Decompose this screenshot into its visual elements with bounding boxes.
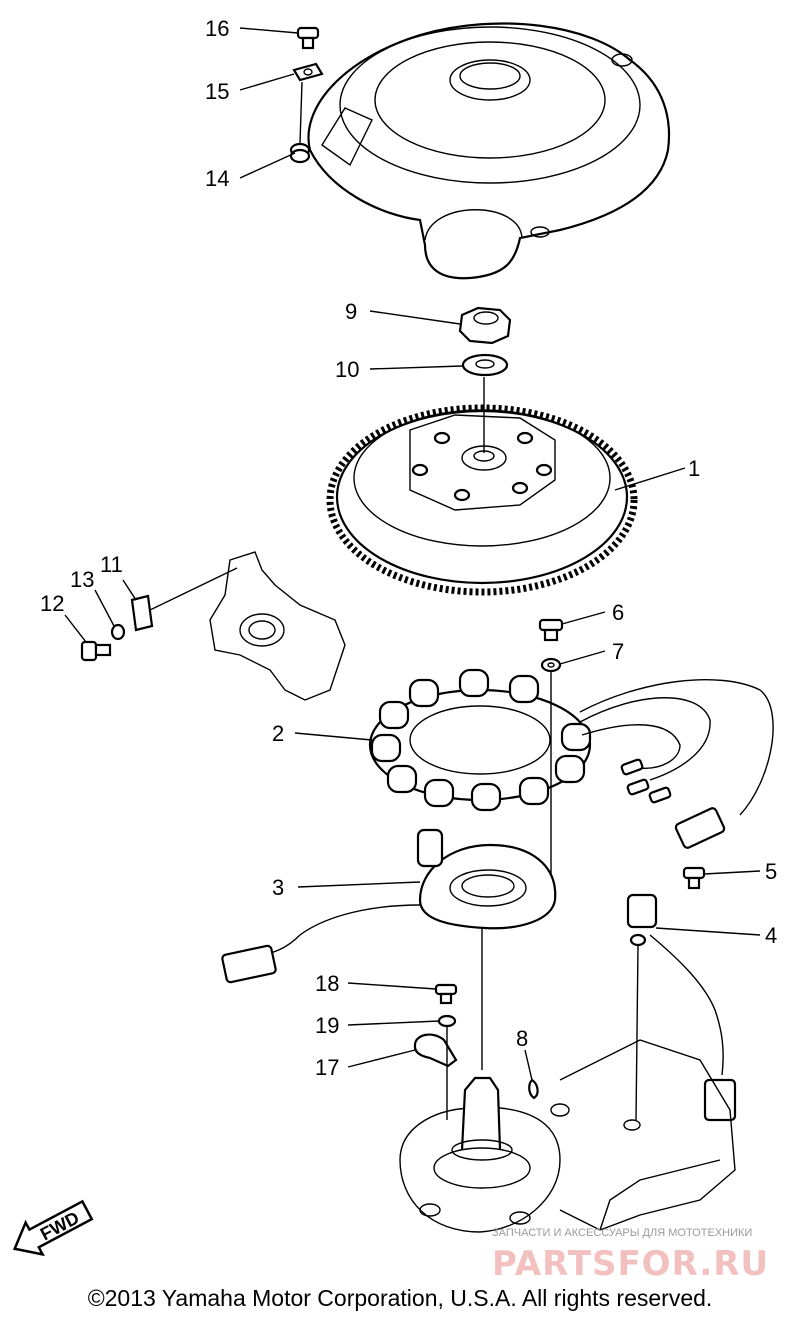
callout-14: 14 — [205, 166, 229, 191]
fwd-arrow: FWD — [12, 1199, 94, 1257]
stator — [368, 668, 774, 816]
callout-17: 17 — [315, 1055, 339, 1080]
washer-19 — [437, 1014, 457, 1028]
washer-15 — [292, 62, 324, 82]
clamp-11 — [130, 594, 154, 632]
callout-numbers: 16 15 14 9 10 1 11 13 12 6 7 2 3 5 4 18 … — [40, 16, 777, 1080]
grommet-14 — [289, 142, 311, 164]
callout-11: 11 — [100, 552, 123, 577]
callout-6: 6 — [612, 600, 624, 625]
callout-1: 1 — [688, 456, 700, 481]
callout-13: 13 — [70, 567, 94, 592]
callout-19: 19 — [315, 1013, 339, 1038]
ignition-coil-4 — [626, 893, 724, 1076]
watermark-tagline: ЗАПЧАСТИ И АКСЕССУАРЫ ДЛЯ МОТОТЕХНИКИ — [492, 1227, 752, 1239]
callout-15: 15 — [205, 79, 229, 104]
callout-5: 5 — [765, 859, 777, 884]
callout-7: 7 — [612, 639, 624, 664]
washer-10 — [461, 353, 509, 377]
callout-16: 16 — [205, 16, 229, 41]
screw-5 — [682, 866, 706, 890]
callout-18: 18 — [315, 971, 339, 996]
nut-9 — [458, 306, 512, 345]
coil-connector — [703, 1078, 737, 1122]
washer-13 — [110, 623, 126, 641]
watermark-brand: PARTSFOR.RU — [492, 1244, 769, 1284]
pulser-base — [254, 828, 557, 956]
woodruff-key-8 — [528, 1078, 539, 1100]
engine-bracket — [209, 551, 346, 701]
callout-9: 9 — [345, 299, 357, 324]
callout-8: 8 — [516, 1026, 528, 1051]
pulser-connector — [221, 944, 277, 984]
flywheel — [326, 404, 638, 596]
screw-16 — [296, 26, 320, 50]
screw-18 — [434, 983, 458, 1005]
callout-3: 3 — [272, 875, 284, 900]
screw-12 — [80, 640, 112, 662]
stator-connectors — [620, 758, 726, 849]
screw-6 — [538, 618, 564, 642]
leader-lines — [64, 27, 761, 1081]
watermark: ЗАПЧАСТИ И АКСЕССУАРЫ ДЛЯ МОТОТЕХНИКИ PA… — [492, 1227, 769, 1284]
power-head — [399, 1039, 736, 1233]
callout-4: 4 — [765, 923, 777, 948]
callout-12: 12 — [40, 591, 64, 616]
callout-10: 10 — [335, 357, 359, 382]
flywheel-cover — [307, 22, 671, 280]
clamp-17 — [413, 1033, 458, 1068]
washer-7 — [540, 657, 562, 673]
callout-2: 2 — [272, 721, 284, 746]
copyright-notice: ©2013 Yamaha Motor Corporation, U.S.A. A… — [87, 1285, 713, 1311]
